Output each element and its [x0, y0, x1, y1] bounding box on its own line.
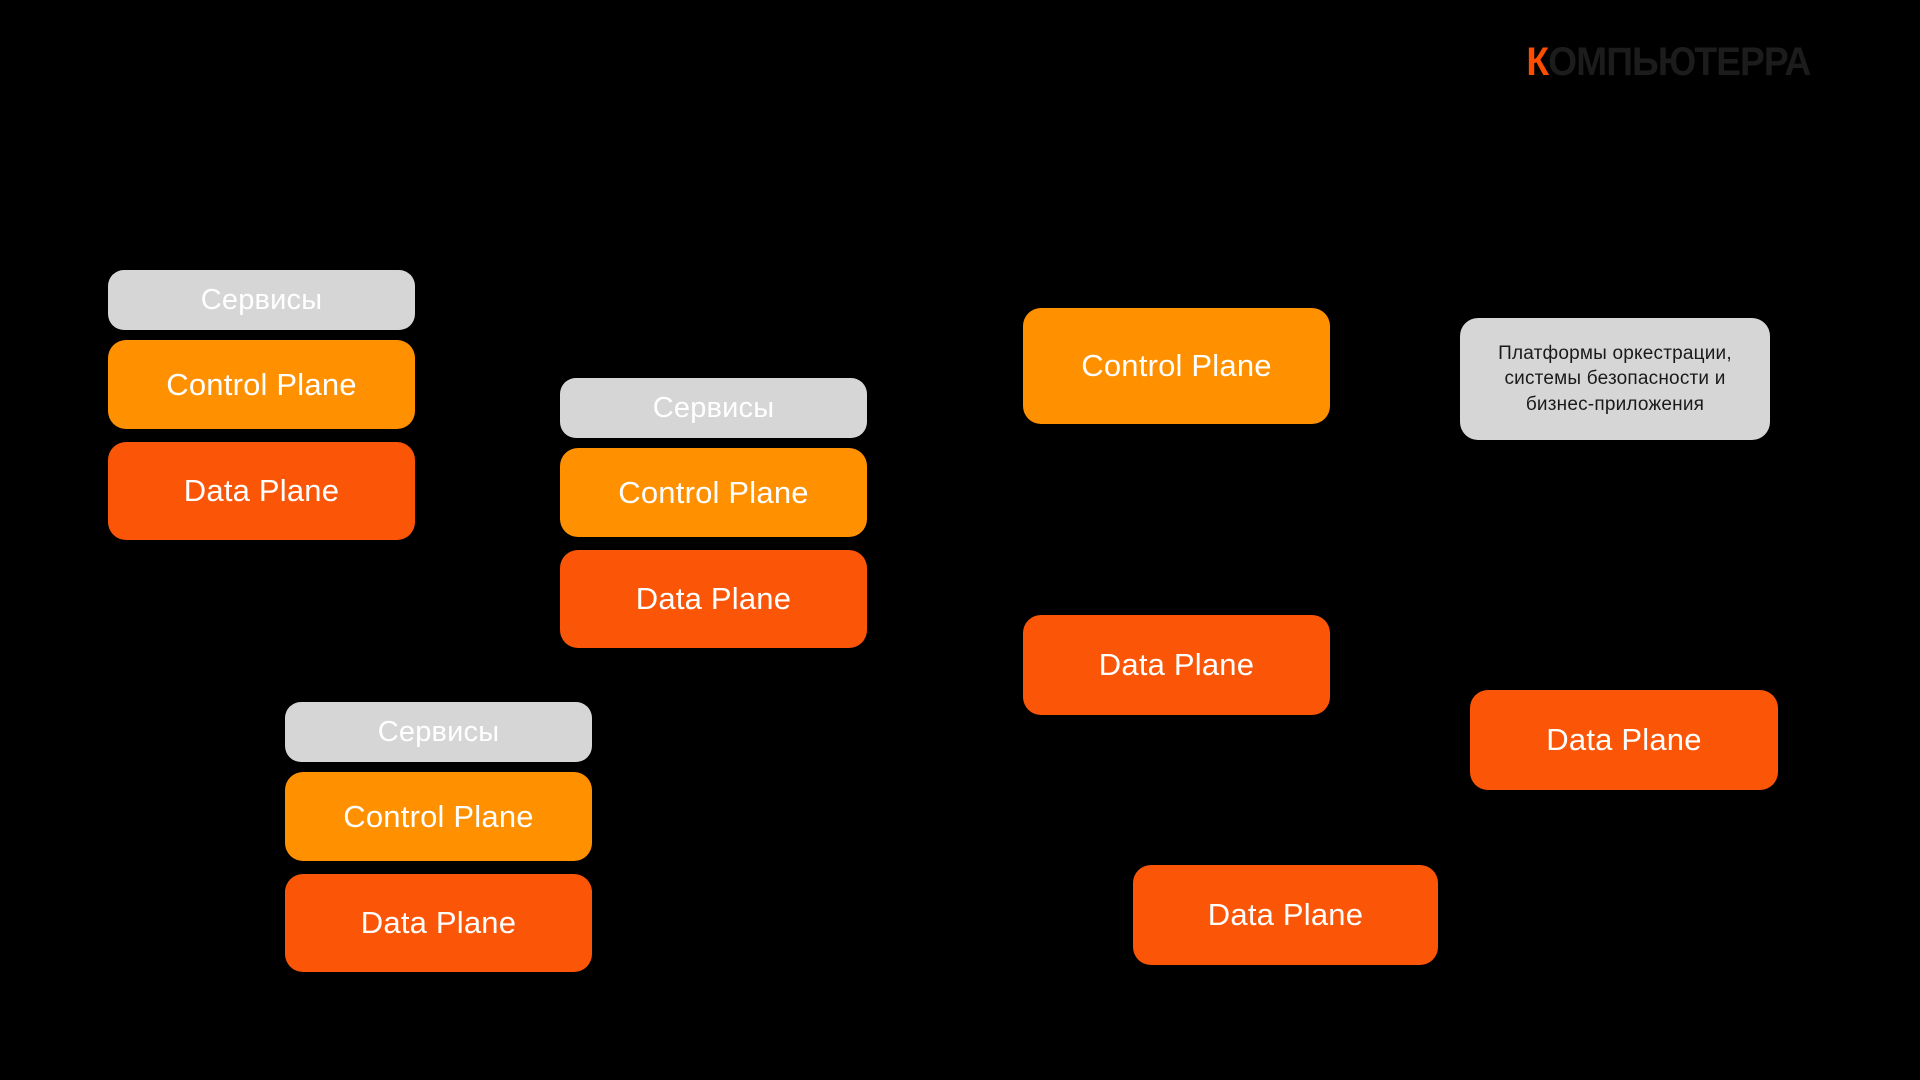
stack-3-services-label: Сервисы: [377, 715, 500, 748]
stack-2-data-plane-box[interactable]: Data Plane: [560, 550, 867, 648]
stack-1-control-plane-label: Control Plane: [166, 366, 357, 402]
logo-wordmark: ОМПЬЮТЕРРА: [1547, 40, 1811, 84]
stack-2-control-plane-label: Control Plane: [618, 474, 809, 510]
far-right-data-plane-label: Data Plane: [1546, 722, 1702, 757]
stack-3-services-box[interactable]: Сервисы: [285, 702, 592, 762]
stack-2-control-plane-box[interactable]: Control Plane: [560, 448, 867, 537]
far-right-data-plane-box[interactable]: Data Plane: [1470, 690, 1778, 790]
right-control-plane-label: Control Plane: [1081, 348, 1272, 383]
right-data-plane-upper-box[interactable]: Data Plane: [1023, 615, 1330, 715]
stack-1-data-plane-box[interactable]: Data Plane: [108, 442, 415, 540]
stack-1-data-plane-label: Data Plane: [183, 473, 340, 508]
right-control-plane-box[interactable]: Control Plane: [1023, 308, 1330, 424]
orchestration-note-box[interactable]: Платформы оркестрации, системы безопасно…: [1460, 318, 1770, 440]
right-data-plane-lower-label: Data Plane: [1207, 897, 1364, 932]
stack-2-services-box[interactable]: Сервисы: [560, 378, 867, 438]
stack-1-services-box[interactable]: Сервисы: [108, 270, 415, 330]
kompyuterra-logo: КОМПЬЮТЕРРА: [1525, 40, 1811, 84]
stack-3-control-plane-label: Control Plane: [343, 798, 534, 834]
stack-3-data-plane-label: Data Plane: [360, 905, 517, 940]
stack-3-data-plane-box[interactable]: Data Plane: [285, 874, 592, 972]
right-data-plane-lower-box[interactable]: Data Plane: [1133, 865, 1438, 965]
logo-accent-letter: К: [1525, 40, 1549, 84]
orchestration-note-text: Платформы оркестрации, системы безопасно…: [1498, 343, 1732, 415]
stack-1-control-plane-box[interactable]: Control Plane: [108, 340, 415, 429]
right-data-plane-upper-label: Data Plane: [1098, 647, 1255, 682]
stack-1-services-label: Сервисы: [200, 283, 323, 316]
stack-2-services-label: Сервисы: [652, 391, 775, 424]
stack-3-control-plane-box[interactable]: Control Plane: [285, 772, 592, 861]
stack-2-data-plane-label: Data Plane: [635, 581, 792, 616]
